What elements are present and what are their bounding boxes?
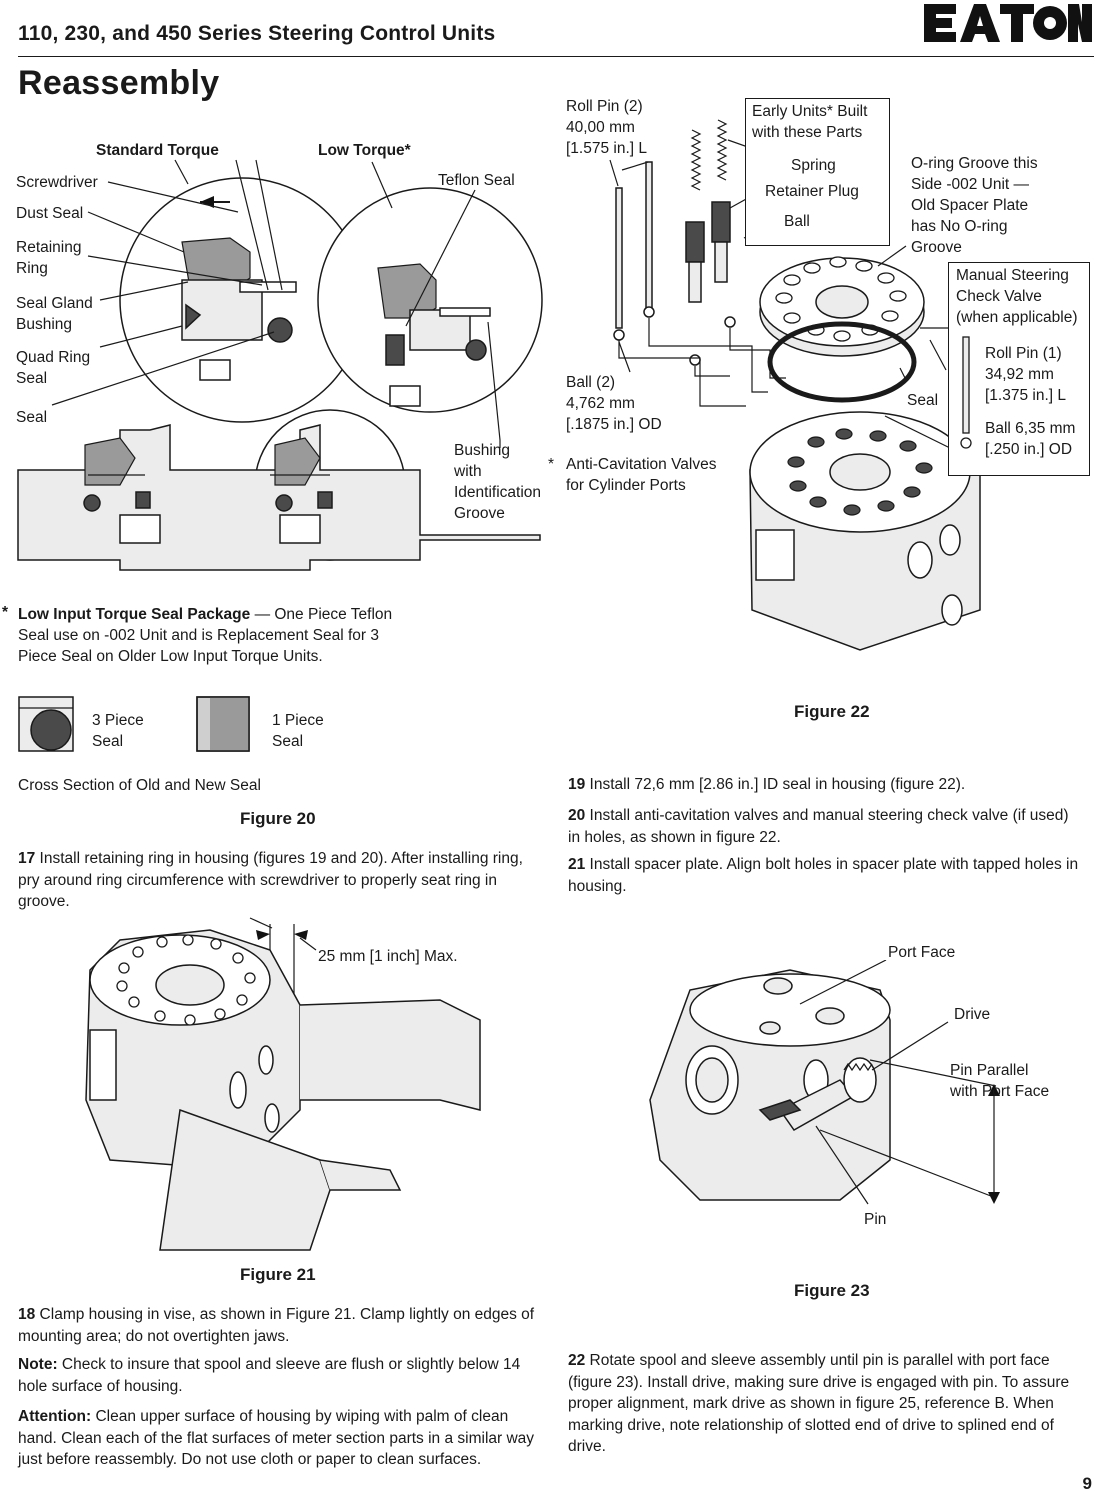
note: Note: Check to insure that spool and sle… — [18, 1354, 546, 1397]
page-number: 9 — [1082, 1474, 1092, 1493]
low-torque-footnote: Low Input Torque Seal Package — One Piec… — [18, 604, 438, 667]
low-torque-label: Low Torque* — [318, 142, 411, 159]
step-18-text: Clamp housing in vise, as shown in Figur… — [18, 1306, 535, 1345]
standard-torque-label: Standard Torque — [96, 142, 219, 159]
dimension-label: 25 mm [1 inch] Max. — [318, 948, 458, 965]
step-21-number: 21 — [568, 856, 586, 873]
note-label: Note: — [18, 1356, 58, 1373]
teflon-seal-label: Teflon Seal — [438, 172, 515, 189]
figure22-caption: Figure 22 — [794, 702, 870, 721]
step-17: 17 Install retaining ring in housing (fi… — [18, 848, 546, 913]
footnote-title: Low Input Torque Seal Package — [18, 606, 251, 623]
step-22-text: Rotate spool and sleeve assembly until p… — [568, 1352, 1070, 1455]
step-20-text: Install anti-cavitation valves and manua… — [568, 807, 1069, 846]
figure21-caption: Figure 21 — [240, 1265, 316, 1284]
figure22-drawing — [609, 119, 981, 651]
header-rule — [18, 56, 1094, 57]
figure20-caption: Figure 20 — [240, 809, 316, 828]
step-19: 19 Install 72,6 mm [2.86 in.] ID seal in… — [568, 774, 1082, 796]
screwdriver-label: Screwdriver — [16, 174, 98, 191]
pin-label: Pin — [864, 1211, 887, 1228]
running-header-title: 110, 230, and 450 Series Steering Contro… — [18, 22, 496, 45]
drive-label: Drive — [954, 1006, 991, 1023]
footnote-star: * — [2, 604, 9, 621]
early-units-label: Early Units* Built with these Parts — [752, 103, 868, 141]
seal-gland-bushing-label: Seal Gland Bushing — [16, 295, 93, 333]
step-17-number: 17 — [18, 850, 36, 867]
retaining-ring-label: Retaining Ring — [16, 239, 82, 277]
step-22-number: 22 — [568, 1352, 586, 1369]
figure23-caption: Figure 23 — [794, 1281, 870, 1300]
three-piece-seal-swatch — [18, 696, 74, 752]
figure23-drawing — [649, 960, 1000, 1205]
spring-label: Spring — [791, 157, 836, 174]
fig22-seal-label: Seal — [907, 392, 939, 409]
one-piece-seal-label: 1 Piece Seal — [272, 712, 324, 750]
step-22: 22 Rotate spool and sleeve assembly unti… — [568, 1350, 1082, 1458]
eaton-logo — [922, 2, 1094, 44]
manual-steering-label: Manual Steering Check Valve (when applic… — [956, 267, 1078, 326]
early-units-box: Early Units* Built with these Parts Spri… — [745, 98, 890, 246]
step-20: 20 Install anti-cavitation valves and ma… — [568, 805, 1082, 848]
roll-pin-1-label: Roll Pin (1) 34,92 mm [1.375 in.] L — [985, 345, 1067, 404]
bushing-groove-label: Bushing with Identification Groove — [454, 442, 542, 522]
ball-label: Ball — [784, 213, 810, 230]
one-piece-seal-swatch — [196, 696, 250, 752]
note-text: Check to insure that spool and sleeve ar… — [18, 1356, 521, 1395]
port-face-label: Port Face — [888, 944, 956, 961]
step-21: 21 Install spacer plate. Align bolt hole… — [568, 854, 1082, 897]
step-19-number: 19 — [568, 776, 586, 793]
step-18-number: 18 — [18, 1306, 36, 1323]
oring-groove-label: O-ring Groove this Side -002 Unit — Old … — [911, 155, 1038, 256]
manual-check-pin-icon — [960, 336, 972, 449]
attention-text: Clean upper surface of housing by wiping… — [18, 1408, 535, 1468]
manual-steering-box: Manual Steering Check Valve (when applic… — [948, 262, 1090, 476]
pin-parallel-label: Pin Parallel with Port Face — [950, 1062, 1050, 1100]
cross-section-label: Cross Section of Old and New Seal — [18, 777, 261, 794]
dust-seal-label: Dust Seal — [16, 205, 84, 222]
section-title: Reassembly — [18, 64, 220, 102]
attention: Attention: Clean upper surface of housin… — [18, 1406, 546, 1471]
step-20-number: 20 — [568, 807, 586, 824]
ball-635-label: Ball 6,35 mm [.250 in.] OD — [985, 420, 1076, 458]
step-21-text: Install spacer plate. Align bolt holes i… — [568, 856, 1079, 895]
figure21-drawing — [85, 917, 481, 1251]
step-19-text: Install 72,6 mm [2.86 in.] ID seal in ho… — [585, 776, 966, 793]
attention-label: Attention: — [18, 1408, 92, 1425]
ball-2-label: Ball (2) 4,762 mm [.1875 in.] OD — [566, 374, 662, 433]
anti-cav-star: * — [548, 456, 555, 473]
footnote-text: — One Piece Teflon Seal use on -002 Unit… — [18, 606, 393, 665]
step-18: 18 Clamp housing in vise, as shown in Fi… — [18, 1304, 546, 1347]
roll-pin-2-label: Roll Pin (2) 40,00 mm [1.575 in.] L — [566, 98, 648, 157]
step-17-text: Install retaining ring in housing (figur… — [18, 850, 523, 910]
figure20-drawing — [17, 159, 543, 571]
quad-ring-seal-label: Quad Ring Seal — [16, 349, 91, 387]
retainer-plug-label: Retainer Plug — [765, 183, 859, 200]
seal-label: Seal — [16, 409, 48, 426]
three-piece-seal-label: 3 Piece Seal — [92, 712, 144, 750]
anti-cav-label: Anti-Cavitation Valves for Cylinder Port… — [566, 456, 717, 494]
